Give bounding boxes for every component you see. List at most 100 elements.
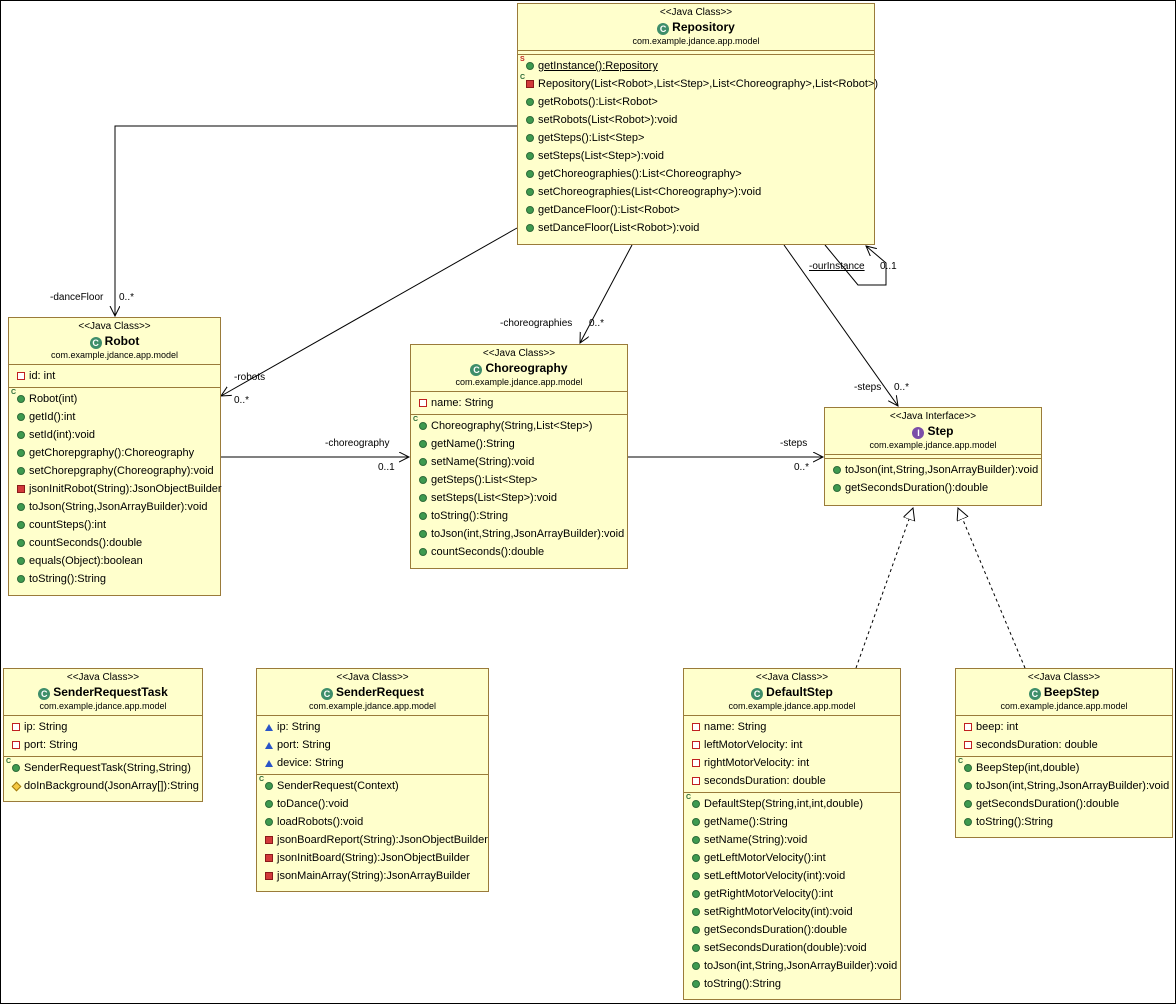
operation-row[interactable]: getRobots():List<Robot> — [518, 93, 874, 111]
operation-text: SenderRequestTask(String,String) — [24, 762, 191, 774]
attribute-row[interactable]: name: String — [684, 718, 900, 736]
operation-row[interactable]: getDanceFloor():List<Robot> — [518, 201, 874, 219]
operation-row[interactable]: countSteps():int — [9, 516, 220, 534]
operation-row[interactable]: toString():String — [956, 813, 1172, 831]
operation-text: getInstance():Repository — [538, 60, 658, 72]
operation-row[interactable]: setLeftMotorVelocity(int):void — [684, 867, 900, 885]
operation-text: getName():String — [704, 816, 788, 828]
operation-row[interactable]: getSteps():List<Step> — [518, 129, 874, 147]
operation-row[interactable]: toJson(int,String,JsonArrayBuilder):void — [825, 461, 1041, 479]
operation-text: toJson(int,String,JsonArrayBuilder):void — [976, 780, 1170, 792]
operation-row[interactable]: toString():String — [684, 975, 900, 993]
attribute-row[interactable]: rightMotorVelocity: int — [684, 754, 900, 772]
operation-row[interactable]: setName(String):void — [411, 453, 627, 471]
link-beepstep-realization — [958, 508, 1026, 669]
operation-row[interactable]: equals(Object):boolean — [9, 552, 220, 570]
public-visibility-icon — [524, 111, 536, 129]
operation-row[interactable]: getChoreographies():List<Choreography> — [518, 165, 874, 183]
operation-row[interactable]: getId():int — [9, 408, 220, 426]
attribute-row[interactable]: ip: String — [4, 718, 202, 736]
operation-row[interactable]: setChoreographies(List<Choreography>):vo… — [518, 183, 874, 201]
link-choreographies — [580, 244, 633, 343]
operation-row[interactable]: jsonBoardReport(String):JsonObjectBuilde… — [257, 831, 488, 849]
operation-row[interactable]: setChorepgraphy(Choreography):void — [9, 462, 220, 480]
operation-row[interactable]: getChorepgraphy():Choreography — [9, 444, 220, 462]
public-visibility-icon — [524, 129, 536, 147]
operation-row[interactable]: setSteps(List<Step>):void — [411, 489, 627, 507]
operation-row[interactable]: getSecondsDuration():double — [825, 479, 1041, 497]
link-dance-floor — [115, 125, 517, 316]
operation-row[interactable]: setSecondsDuration(double):void — [684, 939, 900, 957]
operation-row[interactable]: getSteps():List<Step> — [411, 471, 627, 489]
operation-row[interactable]: toString():String — [411, 507, 627, 525]
operation-row[interactable]: toString():String — [9, 570, 220, 588]
operation-row[interactable]: toDance():void — [257, 795, 488, 813]
attribute-row[interactable]: name: String — [411, 394, 627, 412]
operation-row[interactable]: setRobots(List<Robot>):void — [518, 111, 874, 129]
public-visibility-icon — [690, 921, 702, 939]
operation-row[interactable]: doInBackground(JsonArray[]):String — [4, 777, 202, 795]
dance-floor-role-label: -danceFloor — [50, 292, 104, 303]
operation-row[interactable]: getLeftMotorVelocity():int — [684, 849, 900, 867]
constructor-marker-icon: C — [259, 776, 265, 783]
operation-row[interactable]: countSeconds():double — [9, 534, 220, 552]
operation-row[interactable]: setSteps(List<Step>):void — [518, 147, 874, 165]
attribute-row[interactable]: leftMotorVelocity: int — [684, 736, 900, 754]
class-stereotype: <<Java Interface>> — [889, 411, 977, 422]
attribute-row[interactable]: ip: String — [257, 718, 488, 736]
operation-row[interactable]: getRightMotorVelocity():int — [684, 885, 900, 903]
operation-row[interactable]: toJson(int,String,JsonArrayBuilder):void — [411, 525, 627, 543]
operation-row[interactable]: jsonInitBoard(String):JsonObjectBuilder — [257, 849, 488, 867]
attribute-row[interactable]: secondsDuration: double — [684, 772, 900, 790]
operation-row[interactable]: setRightMotorVelocity(int):void — [684, 903, 900, 921]
operation-row[interactable]: getSecondsDuration():double — [956, 795, 1172, 813]
operation-row[interactable]: setDanceFloor(List<Robot>):void — [518, 219, 874, 237]
operation-row[interactable]: setName(String):void — [684, 831, 900, 849]
operation-row[interactable]: loadRobots():void — [257, 813, 488, 831]
operation-row[interactable]: setId(int):void — [9, 426, 220, 444]
class-icon: C — [89, 337, 102, 349]
attribute-text: beep: int — [976, 721, 1019, 733]
public-visibility-icon: C — [686, 794, 702, 813]
operation-row[interactable]: jsonMainArray(String):JsonArrayBuilder — [257, 867, 488, 885]
private-visibility-icon: C — [520, 74, 536, 93]
attribute-row[interactable]: port: String — [257, 736, 488, 754]
operation-row[interactable]: jsonInitRobot(String):JsonObjectBuilder — [9, 480, 222, 498]
class-package: com.example.jdance.app.model — [728, 701, 856, 711]
operation-row[interactable]: toJson(int,String,JsonArrayBuilder):void — [956, 777, 1172, 795]
attribute-row[interactable]: secondsDuration: double — [956, 736, 1172, 754]
attribute-row[interactable]: device: String — [257, 754, 488, 772]
attribute-row[interactable]: id: int — [9, 367, 220, 385]
attribute-row[interactable]: port: String — [4, 736, 202, 754]
operation-row[interactable]: toJson(String,JsonArrayBuilder):void — [9, 498, 220, 516]
choreography-multiplicity: 0..1 — [378, 462, 395, 473]
operation-row[interactable]: getName():String — [411, 435, 627, 453]
operation-row[interactable]: countSeconds():double — [411, 543, 627, 561]
operation-text: getChoreographies():List<Choreography> — [538, 168, 742, 180]
operation-row[interactable]: getSecondsDuration():double — [684, 921, 900, 939]
operation-row[interactable]: toJson(int,String,JsonArrayBuilder):void — [684, 957, 900, 975]
operation-row[interactable]: getName():String — [684, 813, 900, 831]
operation-text: jsonBoardReport(String):JsonObjectBuilde… — [277, 834, 488, 846]
class-icon: C — [751, 688, 764, 700]
operation-text: Robot(int) — [29, 393, 78, 405]
public-visibility-icon — [690, 903, 702, 921]
attribute-row[interactable]: beep: int — [956, 718, 1172, 736]
